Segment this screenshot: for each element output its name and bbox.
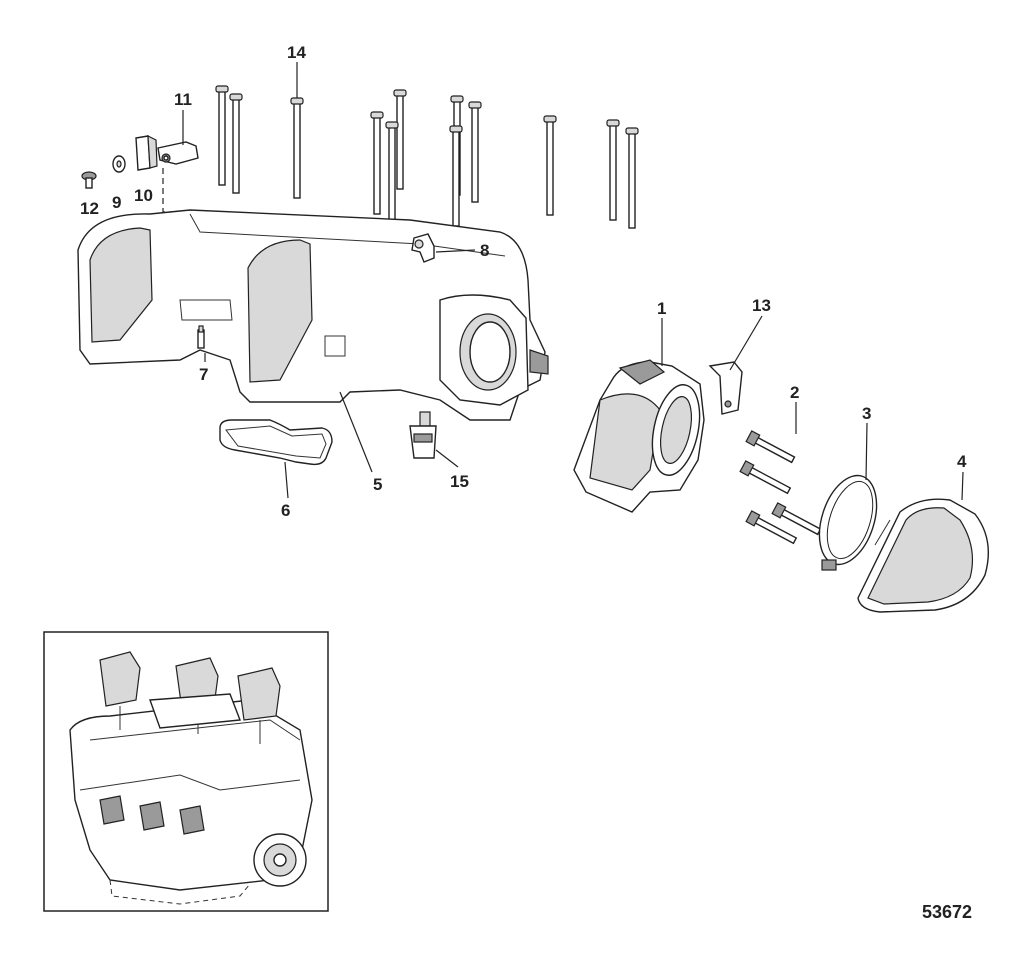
pin-part-7 xyxy=(197,325,205,349)
callout-8: 8 xyxy=(480,241,489,260)
sensor-part-15 xyxy=(409,411,437,459)
bracket-part-13 xyxy=(708,361,743,415)
callout-4: 4 xyxy=(957,452,967,471)
callout-1: 1 xyxy=(657,299,666,318)
intake-manifold-part-5 xyxy=(77,209,549,421)
callout-14: 14 xyxy=(287,43,306,62)
engine-illustration xyxy=(69,651,313,905)
callout-7: 7 xyxy=(199,365,208,384)
clamp-part-3 xyxy=(818,474,878,571)
leader-lines xyxy=(182,62,964,501)
gasket-part-6 xyxy=(219,419,333,466)
washer-part-9 xyxy=(112,155,126,173)
callout-13: 13 xyxy=(752,296,771,315)
engine-locator-inset xyxy=(43,631,329,912)
air-cleaner-part-4 xyxy=(857,498,990,613)
callout-5: 5 xyxy=(373,475,382,494)
callout-2: 2 xyxy=(790,383,799,402)
manifold-bolts xyxy=(215,85,639,229)
callout-12: 12 xyxy=(80,199,99,218)
callout-11: 11 xyxy=(174,90,192,109)
figure-number: 53672 xyxy=(922,902,972,922)
callout-labels: 1 2 3 4 5 6 7 8 9 10 11 12 13 14 15 xyxy=(80,43,967,520)
throttle-body-part-1 xyxy=(573,359,705,513)
callout-15: 15 xyxy=(450,472,469,491)
callout-3: 3 xyxy=(862,404,871,423)
callout-6: 6 xyxy=(281,501,290,520)
sensor-part-11 xyxy=(157,141,199,165)
callout-10: 10 xyxy=(134,186,153,205)
bolts-part-2 xyxy=(739,430,822,545)
bracket-part-10 xyxy=(135,134,158,171)
screw-part-12 xyxy=(81,171,97,189)
elbow-fitting-part-8 xyxy=(411,233,435,263)
callout-9: 9 xyxy=(112,193,121,212)
